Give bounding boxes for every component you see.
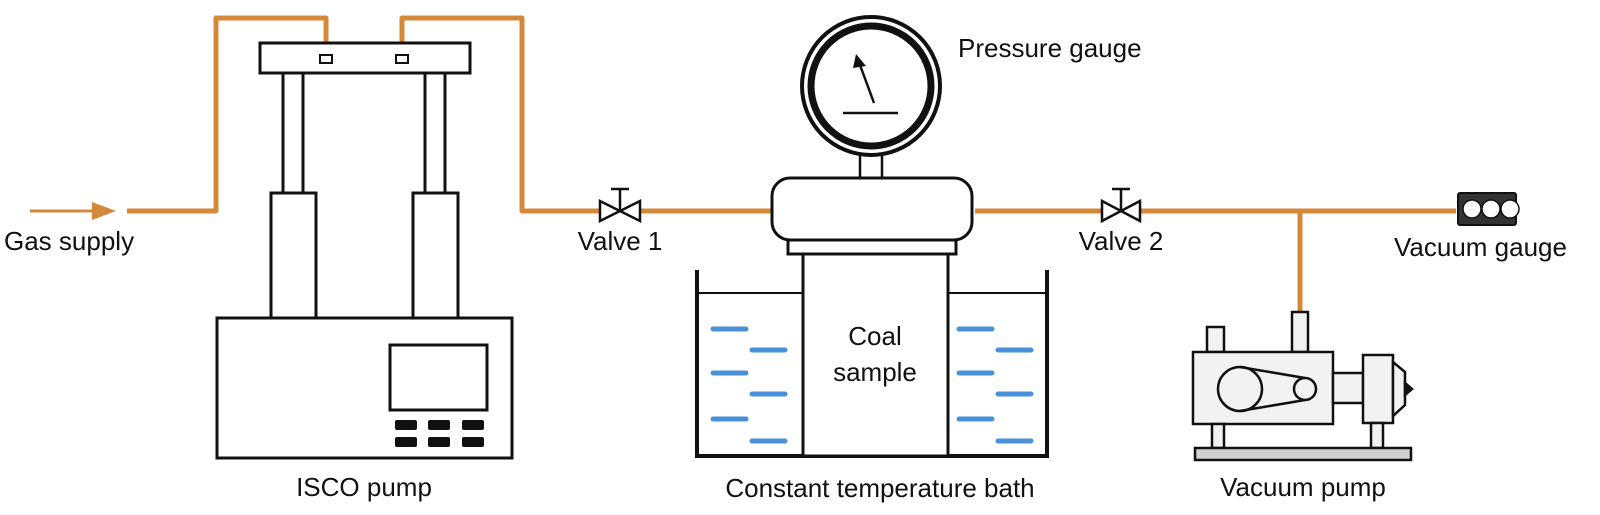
isco-pump (215, 41, 514, 460)
vacuum-pump-motor-end (1391, 359, 1407, 419)
vacuum-pump (1191, 310, 1414, 462)
valve-1 (598, 187, 642, 224)
bath-water-lines (710, 326, 1034, 444)
vacuum-pump-pulley-small (1292, 376, 1318, 402)
coal-sample-cell (801, 252, 950, 458)
vacuum-pump-pulley-large (1216, 365, 1264, 413)
valve-1-label: Valve 1 (578, 226, 663, 256)
vacuum-pump-post (1205, 325, 1226, 354)
coal-sample-label-line1: Coal (848, 321, 901, 351)
gas-supply-pipe (127, 15, 329, 214)
vacuum-pump-leg-right (1369, 421, 1385, 450)
isco-cylinder-right (411, 191, 460, 320)
gas-pipes (127, 15, 1456, 312)
sample-cell-cap (770, 176, 974, 256)
isco-top-bar (258, 41, 472, 75)
valve-2-label: Valve 2 (1079, 226, 1164, 256)
vacuum-pump-label: Vacuum pump (1220, 472, 1386, 502)
vacuum-pump-inlet (1290, 310, 1310, 354)
isco-display (388, 343, 489, 412)
gas-supply-label: Gas supply (4, 226, 134, 256)
vacuum-pump-leg-left (1210, 422, 1226, 450)
valve-2 (1100, 187, 1142, 224)
isco-cylinder-left (269, 191, 318, 320)
isco-port-right (395, 54, 409, 64)
gas-supply-arrow (30, 202, 116, 220)
isco-rod-left (281, 71, 305, 195)
vacuum-pump-coupling (1331, 371, 1365, 405)
pump-outlet-pipe (399, 15, 600, 214)
isco-pump-label: ISCO pump (296, 472, 432, 502)
bath-label: Constant temperature bath (725, 473, 1034, 503)
vacuum-pump-base (1193, 446, 1413, 462)
vacuum-gauge-label: Vacuum gauge (1394, 232, 1567, 262)
pressure-gauge-label: Pressure gauge (958, 33, 1142, 63)
vacuum-pump-motor (1361, 353, 1395, 425)
isco-rod-right (423, 71, 447, 195)
isco-port-left (319, 54, 333, 64)
vacuum-gauge (1457, 192, 1520, 226)
coal-sample-label-line2: sample (833, 357, 917, 387)
isco-keypad (395, 420, 484, 447)
pressure-gauge (800, 15, 942, 180)
